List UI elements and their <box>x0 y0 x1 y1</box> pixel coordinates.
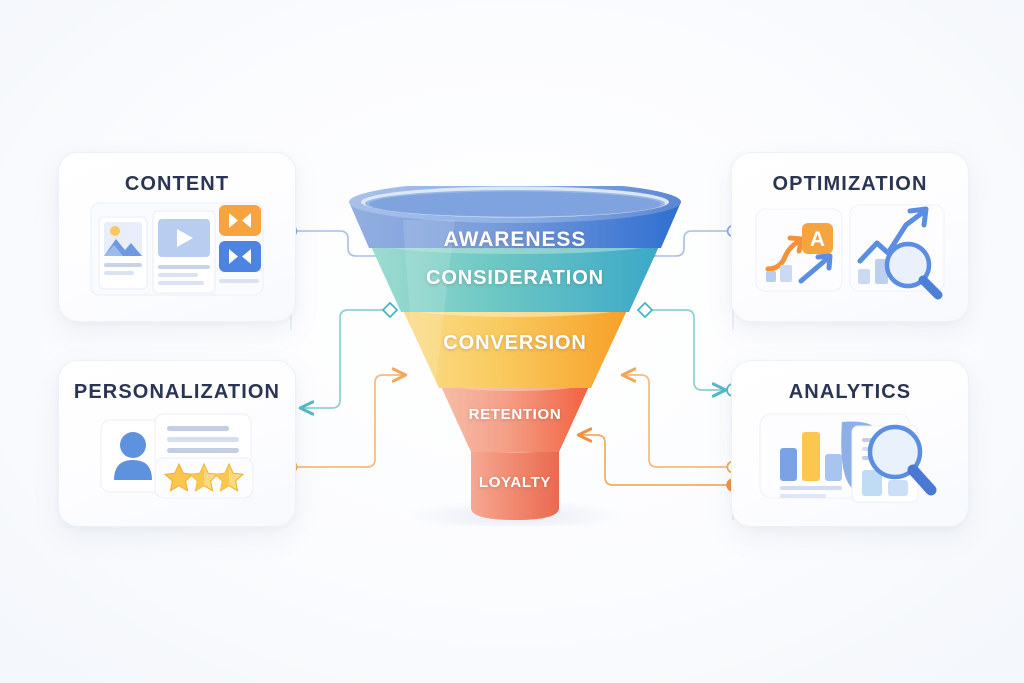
card-analytics-title: ANALYTICS <box>788 381 912 403</box>
magnifier-icon <box>884 241 943 300</box>
card-personalization-artwork <box>59 400 295 512</box>
card-optimization[interactable]: OPTIMIZATION A <box>731 152 969 322</box>
bowtie-badge-orange-icon <box>219 205 261 236</box>
bar-chart-icon <box>766 265 792 282</box>
card-optimization-title: OPTIMIZATION <box>772 173 928 195</box>
card-personalization[interactable]: PERSONALIZATION <box>58 360 296 527</box>
image-placeholder-icon <box>104 222 142 256</box>
magnifier-icon <box>867 424 937 496</box>
trend-arrow-blue-icon <box>798 253 833 284</box>
user-avatar-icon <box>114 432 152 480</box>
card-optimization-artwork: A <box>732 195 968 307</box>
bowtie-badge-blue-icon <box>219 241 261 272</box>
funnel-svg <box>349 181 681 532</box>
connector-consideration-to-personalization <box>302 301 399 408</box>
card-content-title: CONTENT <box>124 173 230 195</box>
card-content[interactable]: CONTENT <box>58 152 296 322</box>
card-analytics-artwork <box>732 400 968 512</box>
svg-text:A: A <box>810 228 825 251</box>
video-play-icon <box>158 219 210 257</box>
bar-chart-icon <box>780 432 842 498</box>
card-personalization-title: PERSONALIZATION <box>73 381 281 403</box>
funnel-stage-awareness <box>349 181 681 248</box>
letter-a-badge-icon: A <box>802 223 833 254</box>
funnel-graphic: AWARENESS CONSIDERATION CONVERSION RETEN… <box>345 181 685 532</box>
text-lines-icon <box>167 426 239 453</box>
star-rating-icon <box>163 462 245 492</box>
card-analytics[interactable]: ANALYTICS <box>731 360 969 527</box>
card-content-artwork <box>59 195 295 307</box>
